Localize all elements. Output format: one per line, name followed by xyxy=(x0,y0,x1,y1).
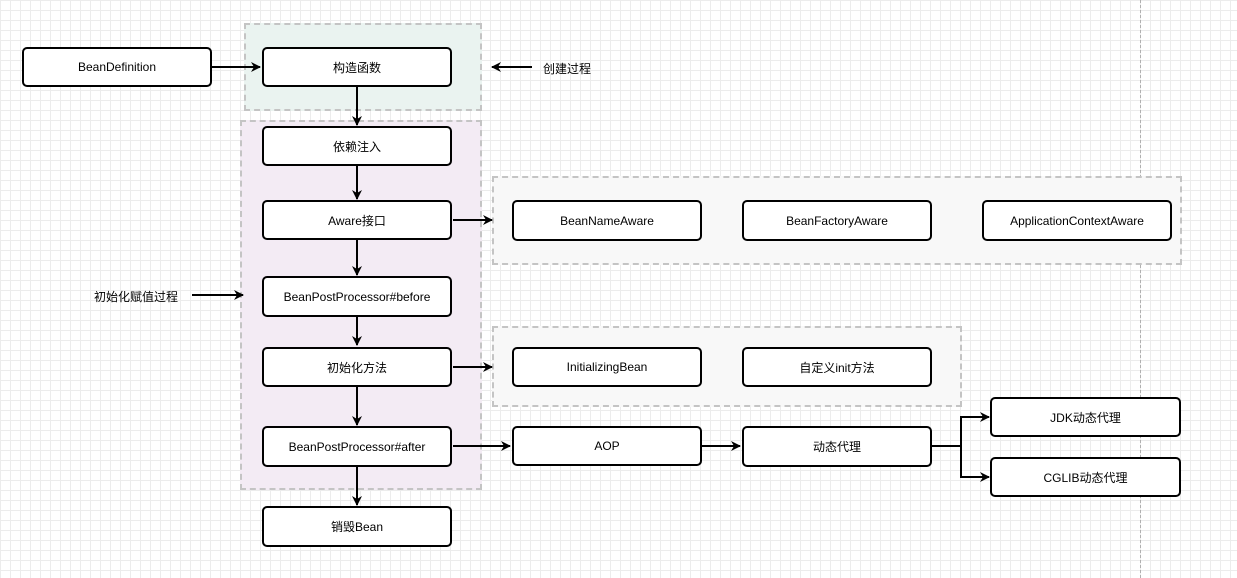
node-bean-definition[interactable]: BeanDefinition xyxy=(22,47,212,87)
node-bean-factory-aware[interactable]: BeanFactoryAware xyxy=(742,200,932,241)
node-custom-init[interactable]: 自定义init方法 xyxy=(742,347,932,387)
node-dynamic-proxy[interactable]: 动态代理 xyxy=(742,426,932,467)
node-destroy-bean[interactable]: 销毁Bean xyxy=(262,506,452,547)
node-aware-interface[interactable]: Aware接口 xyxy=(262,200,452,240)
node-cglib-proxy[interactable]: CGLIB动态代理 xyxy=(990,457,1181,497)
node-bean-name-aware[interactable]: BeanNameAware xyxy=(512,200,702,241)
arrow-proxy-to-jdk xyxy=(932,412,990,447)
node-dependency-injection[interactable]: 依赖注入 xyxy=(262,126,452,166)
node-init-method[interactable]: 初始化方法 xyxy=(262,347,452,387)
node-jdk-proxy[interactable]: JDK动态代理 xyxy=(990,397,1181,437)
node-post-processor-after[interactable]: BeanPostProcessor#after xyxy=(262,426,452,467)
label-creation-process: 创建过程 xyxy=(543,62,592,76)
node-initializing-bean[interactable]: InitializingBean xyxy=(512,347,702,387)
node-application-context-aware[interactable]: ApplicationContextAware xyxy=(982,200,1172,241)
label-init-assign-process: 初始化赋值过程 xyxy=(94,290,179,304)
page-guide-line xyxy=(1140,0,1141,578)
node-aop[interactable]: AOP xyxy=(512,426,702,466)
arrow-proxy-to-cglib xyxy=(960,446,990,482)
node-post-processor-before[interactable]: BeanPostProcessor#before xyxy=(262,276,452,317)
node-constructor[interactable]: 构造函数 xyxy=(262,47,452,87)
